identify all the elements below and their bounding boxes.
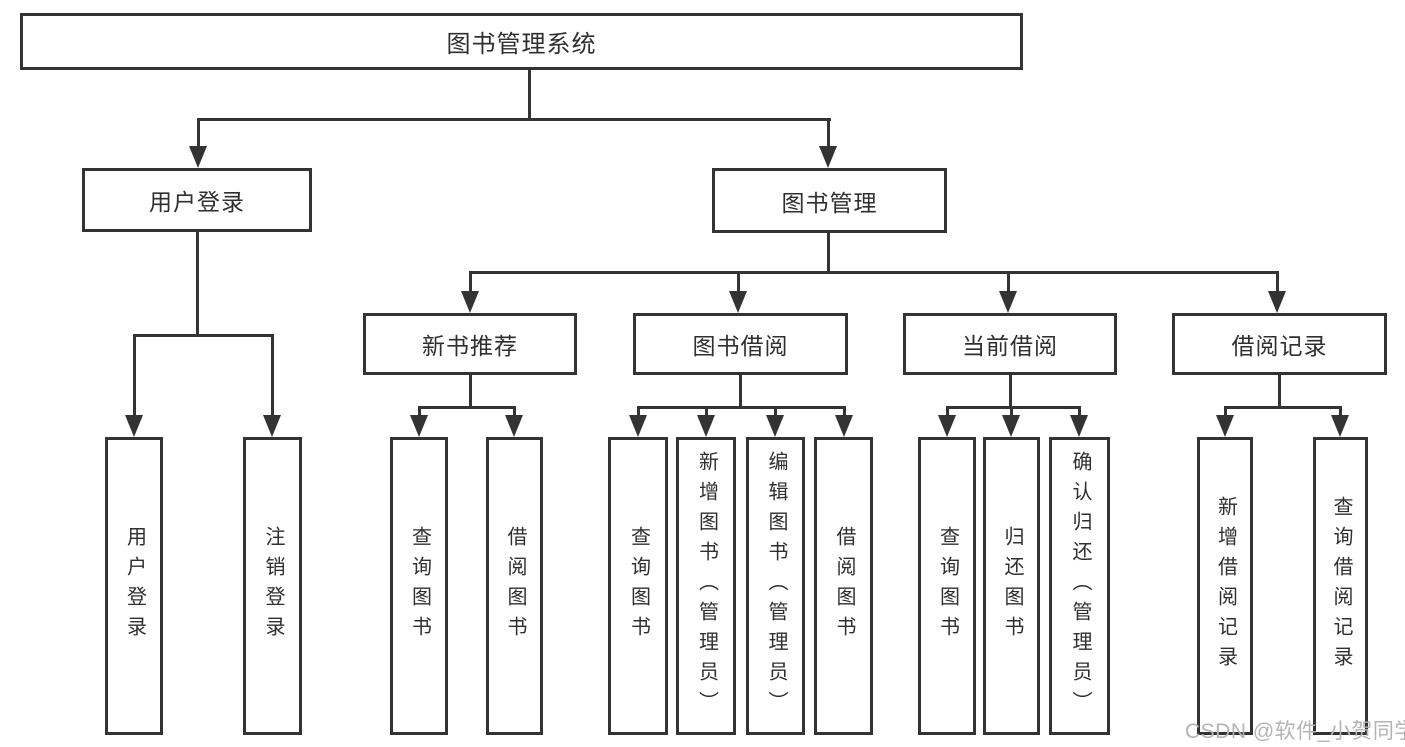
connector-segment bbox=[469, 271, 1279, 274]
node-nb-borrow-books: 借阅图书 bbox=[486, 437, 543, 735]
connector-segment bbox=[1224, 406, 1227, 418]
connector-segment bbox=[705, 406, 708, 418]
node-label: 新增借阅记录 bbox=[1214, 496, 1237, 676]
arrowhead-icon bbox=[766, 415, 784, 437]
connector-segment bbox=[827, 233, 830, 274]
node-library-management-system: 图书管理系统 bbox=[20, 13, 1023, 70]
csdn-watermark: CSDN @软件_小贺同学 bbox=[1185, 720, 1405, 743]
connector-segment bbox=[197, 118, 831, 121]
arrowhead-icon bbox=[461, 291, 479, 313]
arrowhead-icon bbox=[189, 146, 207, 168]
connector-segment bbox=[1276, 271, 1279, 293]
node-label: 当前借阅 bbox=[962, 333, 1058, 359]
connector-segment bbox=[1009, 375, 1012, 408]
node-label: 查询图书 bbox=[627, 526, 650, 646]
node-label: 归还图书 bbox=[1001, 526, 1023, 646]
arrowhead-icon bbox=[938, 415, 956, 437]
node-cb-query-books: 查询图书 bbox=[918, 437, 976, 735]
arrowhead-icon bbox=[729, 291, 747, 313]
connector-segment bbox=[1010, 406, 1013, 418]
node-label: 借阅记录 bbox=[1231, 333, 1328, 359]
node-label: 编辑图书（管理员） bbox=[765, 451, 787, 721]
connector-segment bbox=[513, 406, 516, 418]
node-br-query-record: 查询借阅记录 bbox=[1313, 437, 1368, 735]
node-label: 用户登录 bbox=[123, 526, 146, 646]
arrowhead-icon bbox=[505, 415, 523, 437]
arrowhead-icon bbox=[1002, 415, 1020, 437]
node-cb-return-books: 归还图书 bbox=[983, 437, 1040, 735]
connector-segment bbox=[1278, 375, 1281, 408]
node-label: 图书管理 bbox=[781, 189, 878, 216]
connector-segment bbox=[197, 118, 200, 150]
connector-segment bbox=[737, 271, 740, 293]
node-bb-edit-books-admin: 编辑图书（管理员） bbox=[746, 437, 805, 735]
node-bb-add-books-admin: 新增图书（管理员） bbox=[676, 437, 736, 735]
node-label: 确认归还（管理员） bbox=[1069, 451, 1091, 721]
node-nb-query-books: 查询图书 bbox=[390, 437, 448, 735]
connector-segment bbox=[946, 406, 949, 418]
node-book-management: 图书管理 bbox=[712, 168, 947, 233]
arrowhead-icon bbox=[629, 415, 647, 437]
node-label: 图书管理系统 bbox=[446, 31, 597, 58]
connector-segment bbox=[739, 375, 742, 408]
connector-segment bbox=[1339, 406, 1342, 418]
arrowhead-icon bbox=[1268, 291, 1286, 313]
node-bb-query-books: 查询图书 bbox=[608, 437, 668, 735]
connector-segment bbox=[637, 406, 640, 418]
connector-segment bbox=[418, 406, 421, 418]
node-user-login: 用户登录 bbox=[82, 168, 312, 232]
node-label: 新书推荐 bbox=[422, 333, 518, 359]
connector-segment bbox=[418, 406, 516, 409]
node-cb-confirm-return-admin: 确认归还（管理员） bbox=[1049, 437, 1110, 735]
connector-segment bbox=[946, 406, 1081, 409]
node-new-book-recommend: 新书推荐 bbox=[363, 313, 577, 375]
connector-segment bbox=[528, 70, 531, 120]
arrowhead-icon bbox=[999, 291, 1017, 313]
connector-segment bbox=[827, 118, 830, 150]
node-label: 用户登录 bbox=[149, 189, 245, 215]
connector-segment bbox=[1007, 271, 1010, 293]
node-label: 查询借阅记录 bbox=[1330, 496, 1352, 676]
connector-segment bbox=[774, 406, 777, 418]
arrowhead-icon bbox=[1070, 415, 1088, 437]
connector-segment bbox=[469, 271, 472, 293]
node-borrowing-records: 借阅记录 bbox=[1172, 313, 1387, 375]
node-current-borrowing: 当前借阅 bbox=[903, 313, 1117, 375]
connector-segment bbox=[469, 375, 472, 408]
connector-segment bbox=[196, 232, 199, 336]
node-book-borrowing: 图书借阅 bbox=[633, 313, 848, 375]
arrowhead-icon bbox=[410, 415, 428, 437]
connector-segment bbox=[133, 334, 274, 337]
node-label: 查询图书 bbox=[936, 526, 959, 646]
connector-segment bbox=[637, 406, 846, 409]
connector-segment bbox=[1224, 406, 1342, 409]
node-label: 注销登录 bbox=[262, 526, 284, 646]
arrowhead-icon bbox=[125, 415, 143, 437]
node-label: 借阅图书 bbox=[504, 526, 526, 646]
arrowhead-icon bbox=[697, 415, 715, 437]
node-logout: 注销登录 bbox=[243, 437, 302, 735]
arrowhead-icon bbox=[819, 146, 837, 168]
node-user-login-leaf: 用户登录 bbox=[105, 437, 163, 735]
node-label: 查询图书 bbox=[408, 526, 431, 646]
connector-segment bbox=[843, 406, 846, 418]
connector-segment bbox=[1078, 406, 1081, 418]
node-bb-borrow-books: 借阅图书 bbox=[814, 437, 873, 735]
arrowhead-icon bbox=[1331, 415, 1349, 437]
node-br-add-record: 新增借阅记录 bbox=[1197, 437, 1253, 735]
arrowhead-icon bbox=[1216, 415, 1234, 437]
node-label: 图书借阅 bbox=[692, 333, 789, 359]
connector-segment bbox=[271, 334, 274, 417]
node-label: 借阅图书 bbox=[833, 526, 855, 646]
arrowhead-icon bbox=[263, 415, 281, 437]
node-label: 新增图书（管理员） bbox=[695, 451, 718, 721]
arrowhead-icon bbox=[835, 415, 853, 437]
connector-segment bbox=[133, 334, 136, 417]
